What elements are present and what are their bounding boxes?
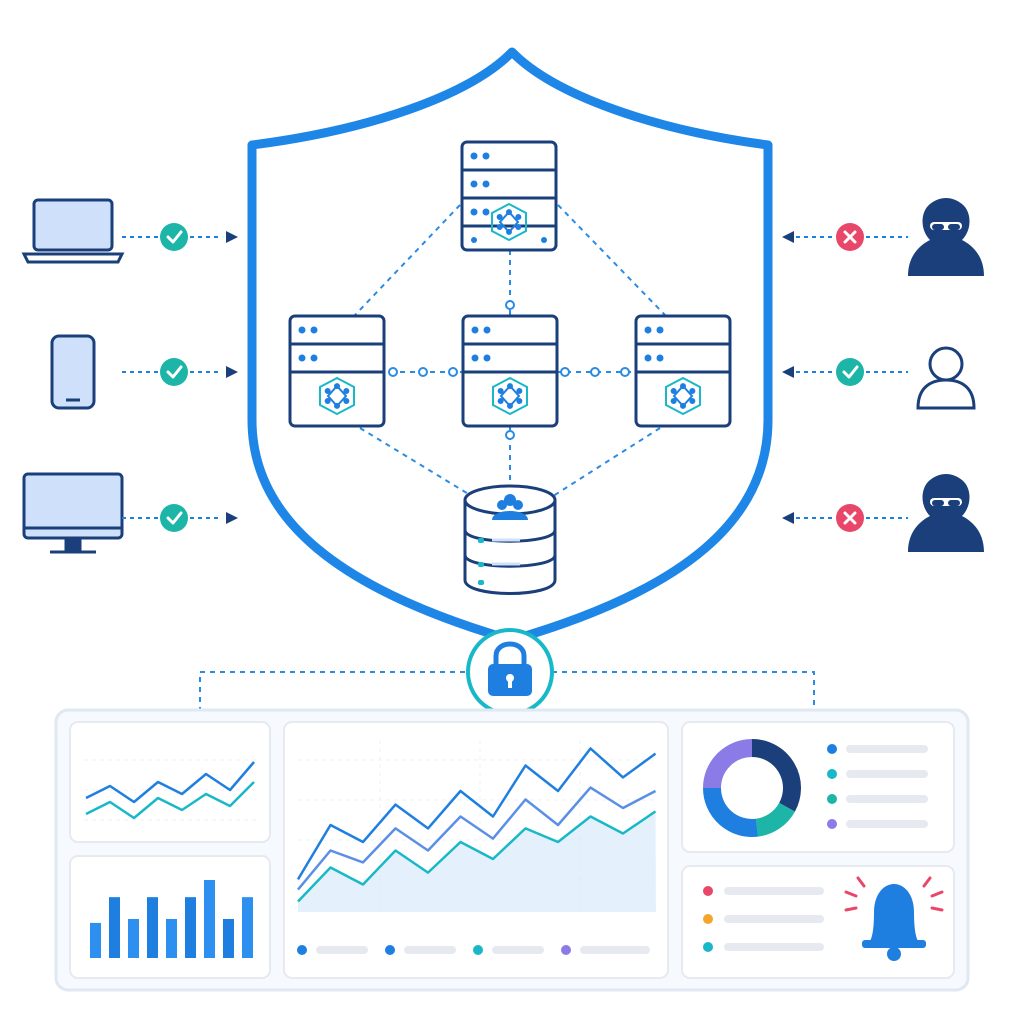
legend-dot: [827, 794, 837, 804]
legend-dot: [827, 744, 837, 754]
donut-slice: [751, 739, 801, 812]
panel-donut-chart: [681, 721, 955, 853]
server-right-icon: [634, 314, 732, 428]
bar: [223, 919, 234, 958]
bar: [242, 897, 253, 958]
connection-nodes: [388, 300, 630, 440]
main-series-line: [296, 747, 657, 881]
main-series-line: [297, 810, 657, 903]
bar-chart: [90, 880, 253, 958]
bar: [147, 897, 158, 958]
arrow-right-icon: [226, 366, 238, 378]
desktop-monitor-icon: [22, 472, 124, 554]
server-top-icon: [460, 140, 558, 252]
check-icon: [160, 223, 188, 251]
legend-dot: [561, 945, 571, 955]
bar: [204, 880, 215, 958]
alert-dot: [703, 886, 713, 896]
panel-bar-chart: [69, 855, 271, 979]
mini-series-line: [85, 761, 255, 804]
bar: [166, 919, 177, 958]
legend-placeholder-line: [846, 820, 928, 828]
legend-placeholder-line: [846, 795, 928, 803]
inbound-link-right: [782, 504, 908, 532]
main-chart-legend: [297, 945, 650, 955]
bell-icon: [844, 876, 944, 961]
check-icon: [160, 358, 188, 386]
mini-line-chart: [85, 761, 255, 820]
legend-placeholder-line: [580, 946, 650, 954]
lock-connector-lines: [199, 671, 815, 712]
arrow-left-icon: [782, 366, 794, 378]
legend-placeholder-line: [316, 946, 368, 954]
bar: [109, 897, 120, 958]
cross-icon: [836, 223, 864, 251]
alert-dot: [703, 942, 713, 952]
inbound-link-left: [122, 504, 238, 532]
inbound-link-left: [122, 358, 238, 386]
legend-placeholder-line: [492, 946, 544, 954]
donut-slice: [755, 802, 795, 837]
donut-slice: [703, 739, 753, 789]
alert-placeholder-line: [724, 915, 824, 923]
arrow-right-icon: [226, 512, 238, 524]
bar: [185, 897, 196, 958]
alerts-list: [703, 886, 824, 952]
server-center-icon: [461, 314, 559, 428]
cross-icon: [836, 504, 864, 532]
phone-icon: [50, 334, 96, 410]
hacker-icon: [908, 198, 984, 276]
alert-placeholder-line: [724, 943, 824, 951]
user-icon: [916, 346, 976, 410]
hacker-icon: [908, 474, 984, 552]
alert-placeholder-line: [724, 887, 824, 895]
check-icon: [160, 504, 188, 532]
arrow-right-icon: [226, 231, 238, 243]
legend-dot: [297, 945, 307, 955]
donut-chart: [703, 739, 801, 837]
panel-mini-line-chart: [69, 721, 271, 843]
bar: [90, 922, 101, 958]
donut-slice: [703, 787, 759, 837]
arrow-left-icon: [782, 231, 794, 243]
legend-dot: [827, 819, 837, 829]
inbound-link-right: [782, 223, 908, 251]
server-left-icon: [288, 314, 386, 428]
legend-placeholder-line: [846, 770, 928, 778]
main-area-chart: [296, 747, 657, 912]
legend-placeholder-line: [404, 946, 456, 954]
inbound-link-left: [122, 223, 238, 251]
check-icon: [836, 358, 864, 386]
inbound-link-right: [782, 358, 908, 386]
main-series-line: [297, 786, 657, 891]
bar: [128, 919, 139, 958]
legend-dot: [385, 945, 395, 955]
legend-dot: [827, 769, 837, 779]
laptop-icon: [21, 198, 125, 264]
legend-placeholder-line: [846, 745, 928, 753]
donut-legend: [827, 744, 928, 829]
alert-dot: [703, 914, 713, 924]
padlock-icon: [488, 641, 532, 696]
mini-series-line: [85, 781, 255, 820]
database-icon: [463, 484, 557, 595]
legend-dot: [473, 945, 483, 955]
arrow-left-icon: [782, 512, 794, 524]
